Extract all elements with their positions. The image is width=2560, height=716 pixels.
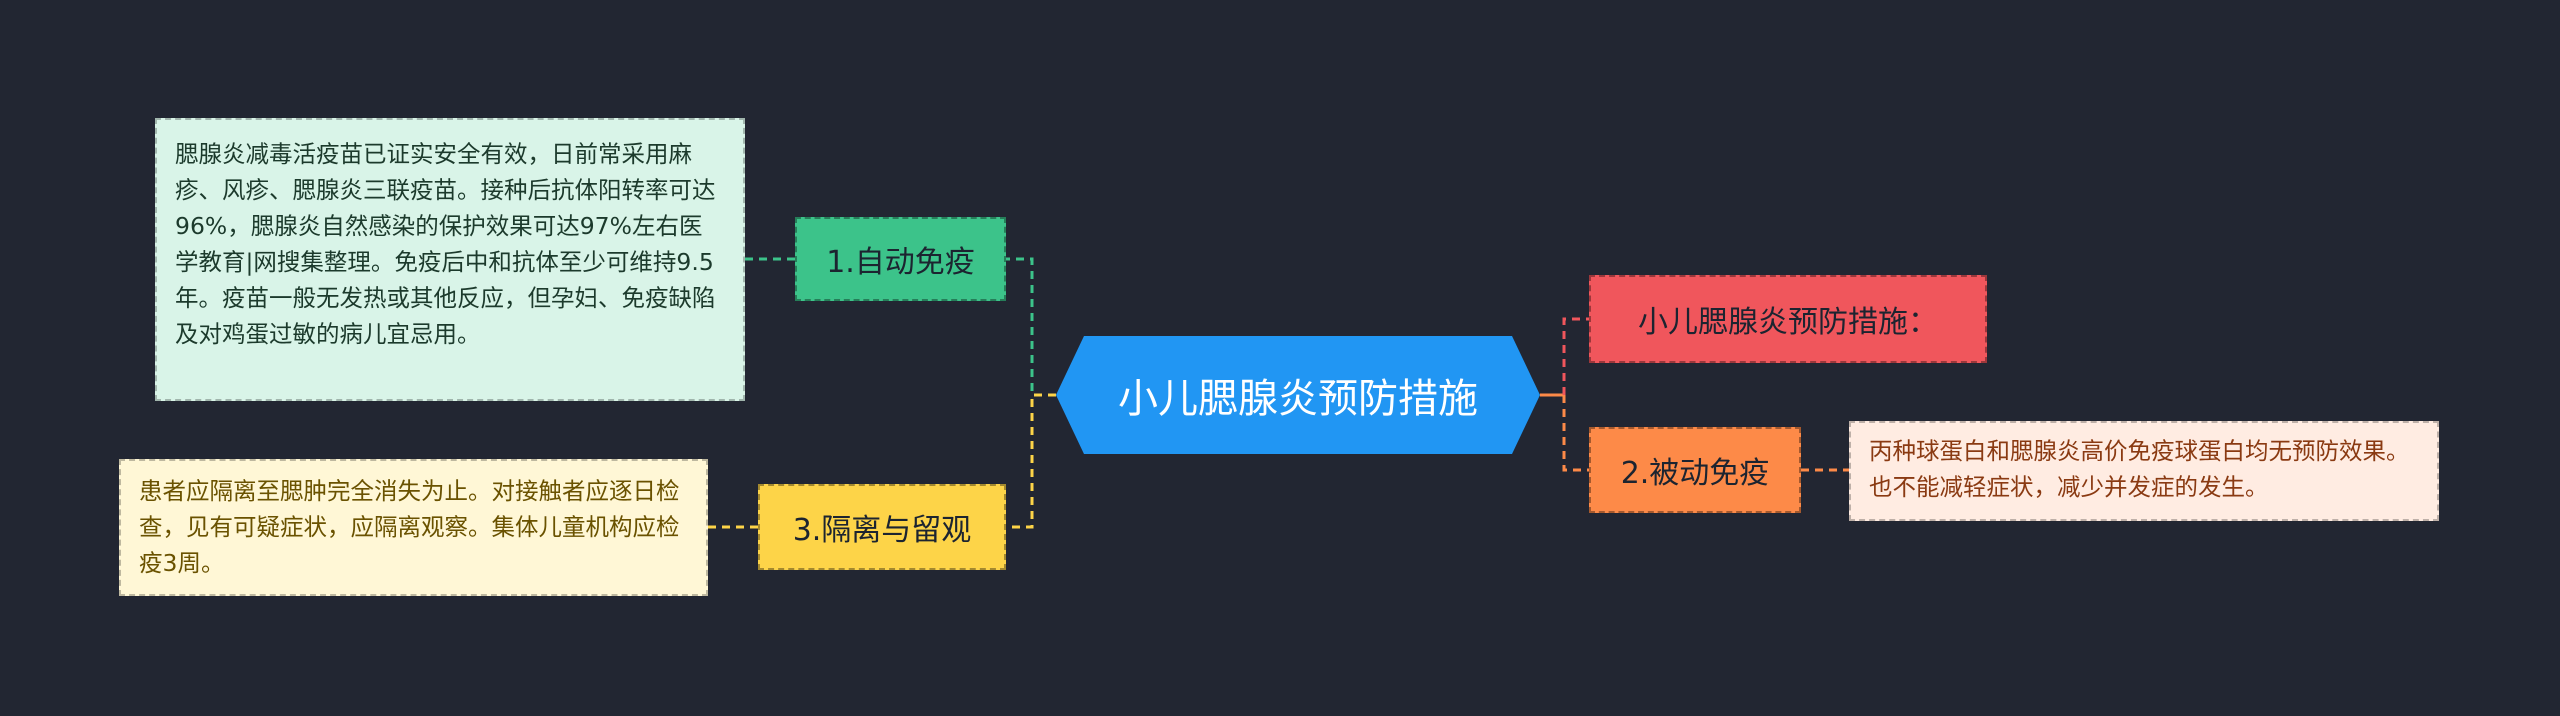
detail-active-immunity-text: 腮腺炎减毒活疫苗已证实安全有效，日前常采用麻疹、风疹、腮腺炎三联疫苗。接种后抗体… bbox=[175, 140, 716, 348]
detail-passive-immunity[interactable]: 丙种球蛋白和腮腺炎高价免疫球蛋白均无预防效果。也不能减轻症状，减少并发症的发生。 bbox=[1849, 421, 2439, 521]
detail-isolation-text: 患者应隔离至腮肿完全消失为止。对接触者应逐日检查，见有可疑症状，应隔离观察。集体… bbox=[139, 477, 680, 577]
connector-center-title-node bbox=[1562, 317, 1589, 395]
detail-passive-immunity-text: 丙种球蛋白和腮腺炎高价免疫球蛋白均无预防效果。也不能减轻症状，减少并发症的发生。 bbox=[1869, 437, 2410, 501]
branch-title-node-label: 小儿腮腺炎预防措施： bbox=[1638, 305, 1938, 340]
branch-passive-immunity[interactable]: 2.被动免疫 bbox=[1589, 427, 1801, 513]
branch-title-node[interactable]: 小儿腮腺炎预防措施： bbox=[1589, 275, 1987, 363]
connector-center-passive-immunity bbox=[1562, 395, 1589, 472]
branch-passive-immunity-label: 2.被动免疫 bbox=[1620, 456, 1770, 491]
connector-center-isolation bbox=[1006, 393, 1056, 529]
central-topic[interactable]: 小儿腮腺炎预防措施 bbox=[1056, 336, 1540, 454]
branch-active-immunity-label: 1.自动免疫 bbox=[826, 245, 975, 280]
branch-isolation[interactable]: 3.隔离与留观 bbox=[758, 484, 1006, 570]
detail-isolation[interactable]: 患者应隔离至腮肿完全消失为止。对接触者应逐日检查，见有可疑症状，应隔离观察。集体… bbox=[119, 459, 708, 596]
detail-active-immunity[interactable]: 腮腺炎减毒活疫苗已证实安全有效，日前常采用麻疹、风疹、腮腺炎三联疫苗。接种后抗体… bbox=[155, 118, 745, 401]
connector-center-active-immunity bbox=[1006, 257, 1056, 397]
branch-isolation-label: 3.隔离与留观 bbox=[792, 513, 972, 548]
branch-active-immunity[interactable]: 1.自动免疫 bbox=[795, 217, 1006, 301]
central-topic-label: 小儿腮腺炎预防措施 bbox=[1118, 376, 1478, 422]
